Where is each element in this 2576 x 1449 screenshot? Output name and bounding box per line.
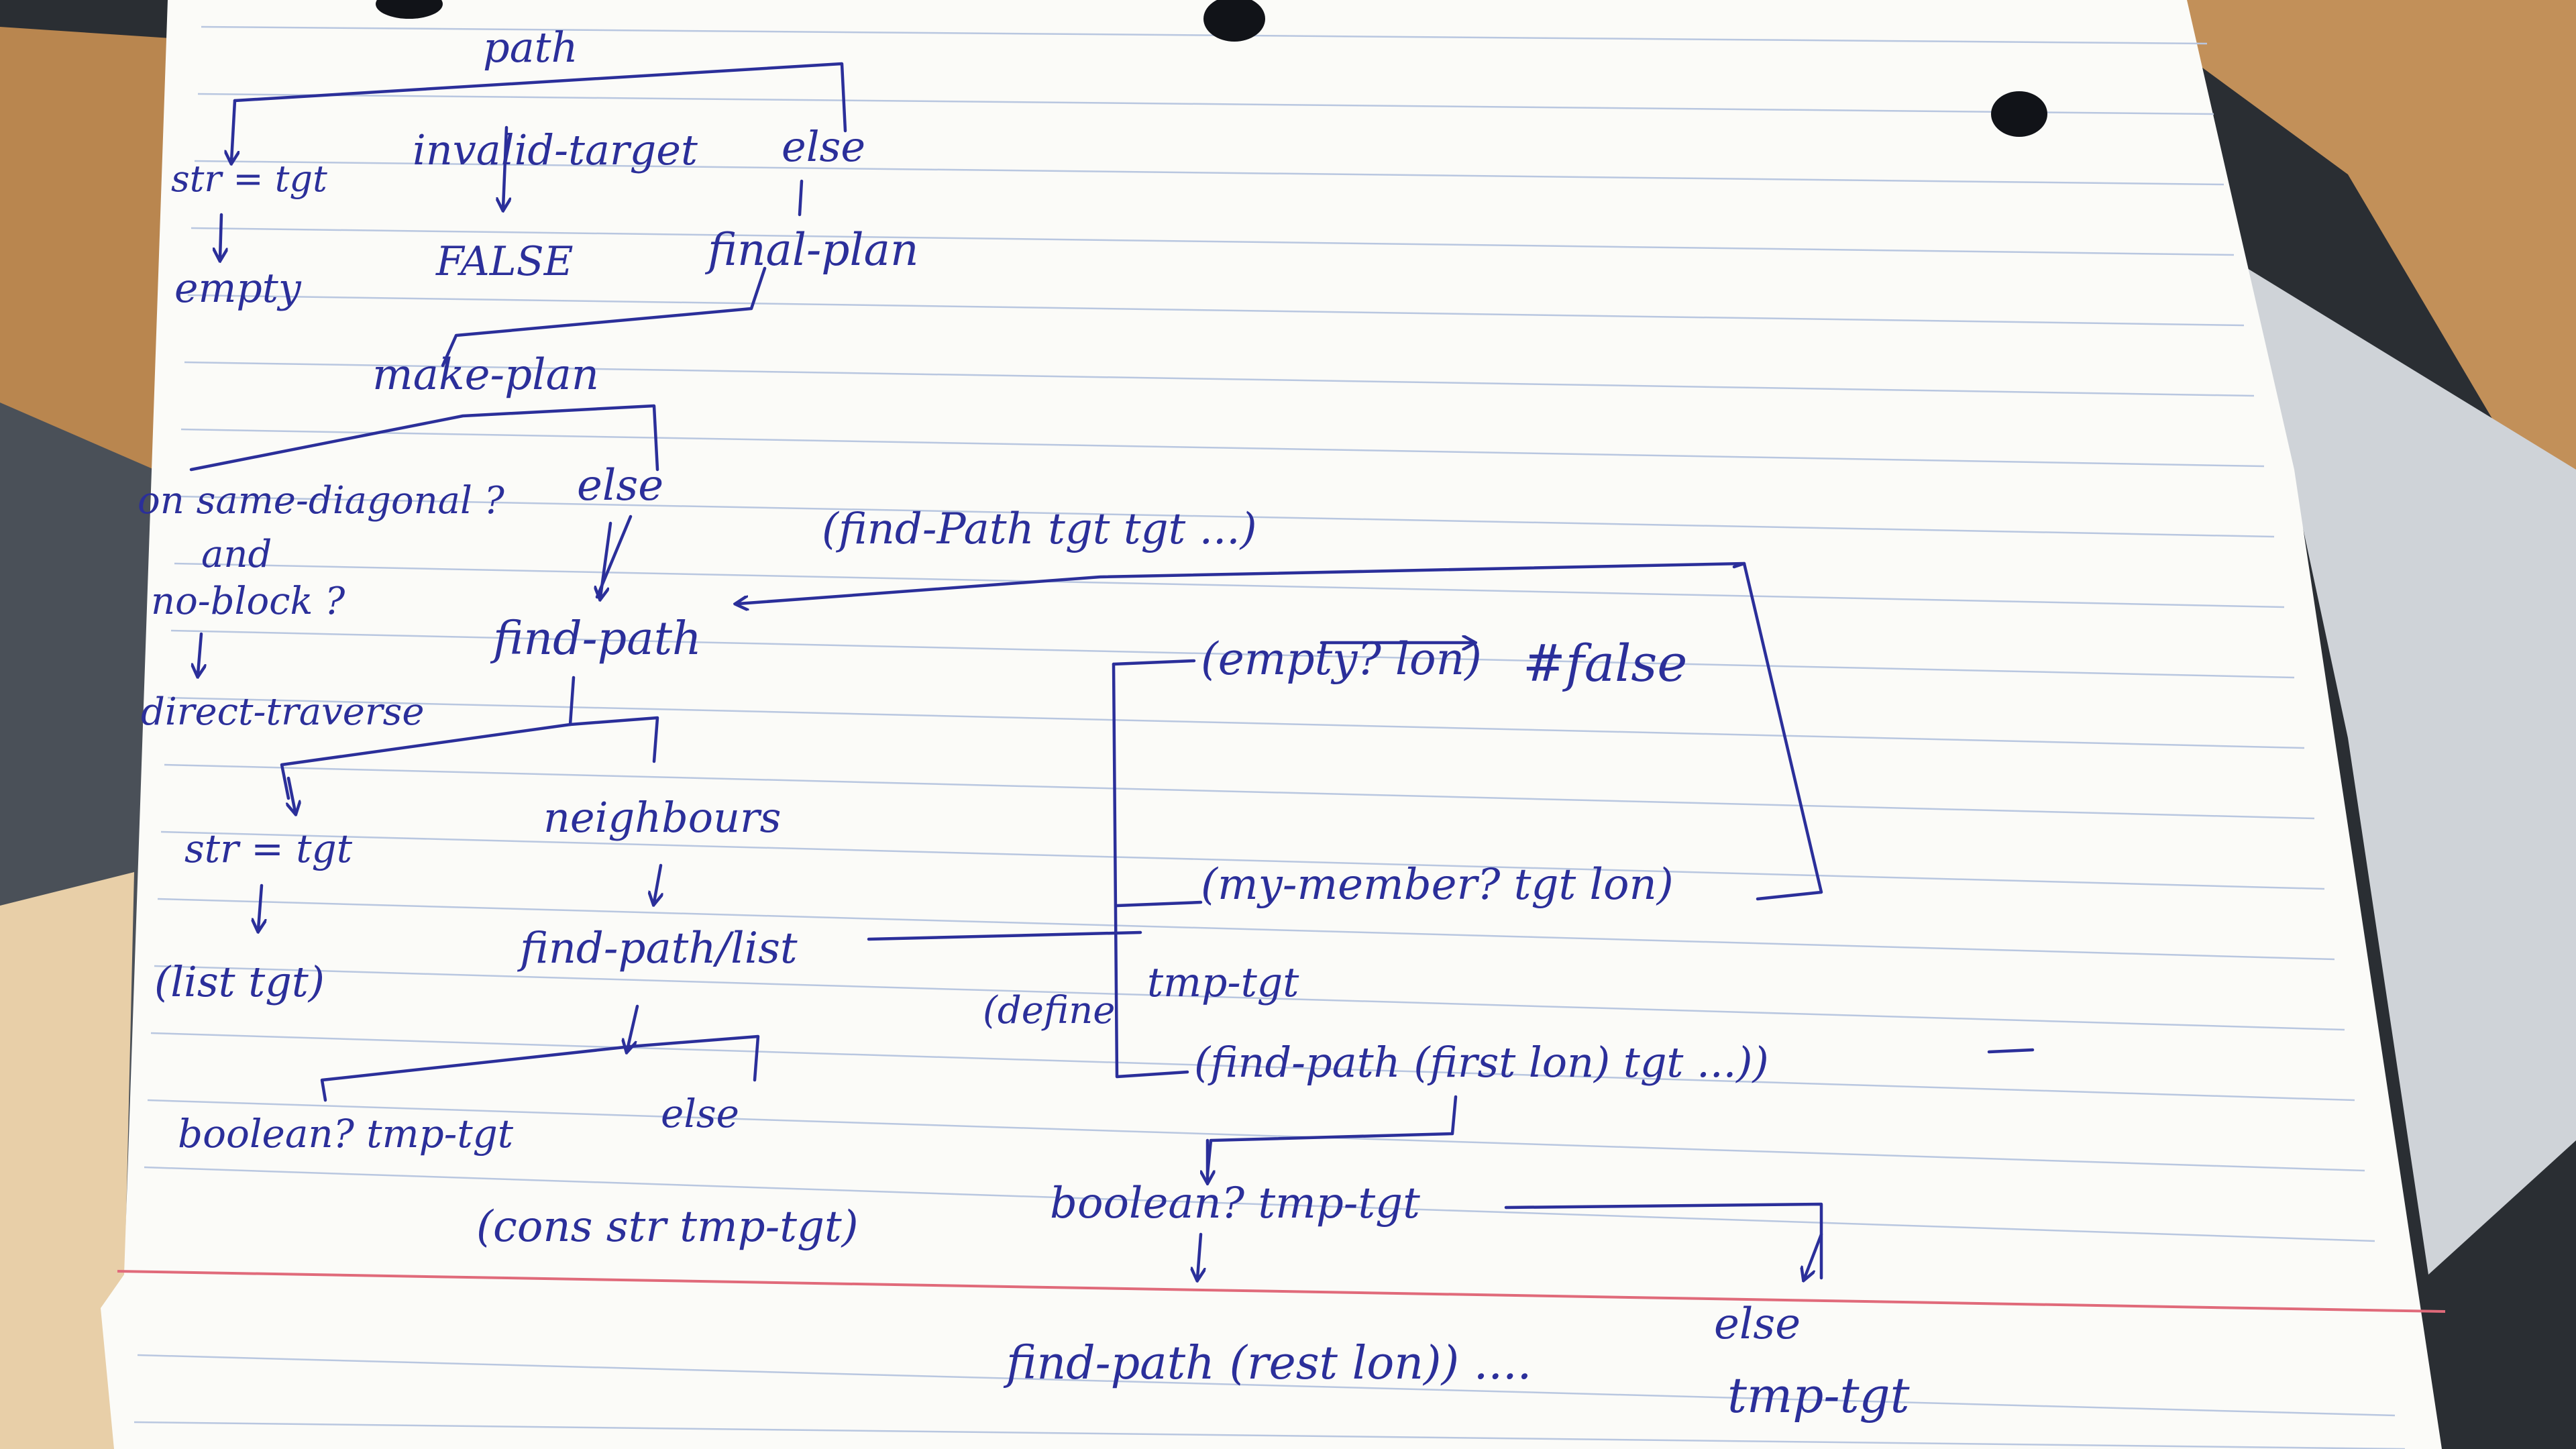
- note-define: (define: [983, 989, 1115, 1032]
- margin-line: [117, 1270, 2446, 1313]
- binder-hole: [1991, 91, 2047, 137]
- note-find-path-rest: find-path (rest lon)) ....: [1003, 1337, 1532, 1390]
- note-else-2: else: [577, 461, 663, 511]
- note-empty: empty: [174, 265, 302, 312]
- note-list-tgt: (list tgt): [154, 957, 325, 1006]
- note-str-eq-tgt-2: str = tgt: [184, 826, 353, 871]
- grey-fabric: [2247, 268, 2576, 1275]
- note-else-4: else: [1714, 1299, 1801, 1349]
- note-my-member: (my-member? tgt lon): [1201, 860, 1674, 910]
- ink-connectors: [189, 62, 2035, 1278]
- note-else-3: else: [661, 1091, 739, 1136]
- note-cons-str: (cons str tmp-tgt): [476, 1202, 859, 1252]
- note-final-plan: final-plan: [704, 224, 919, 276]
- note-invalid-target: invalid-target: [413, 125, 698, 174]
- note-else-1: else: [782, 122, 865, 171]
- note-hash-false: #false: [1523, 633, 1687, 693]
- binder-hole: [1203, 0, 1265, 42]
- note-find-path-first: (find-path (first lon) tgt ...)): [1194, 1038, 1769, 1087]
- note-boolean-tmp-1: boolean? tmp-tgt: [178, 1111, 514, 1157]
- note-same-diagonal: on same-diagonal ?: [138, 479, 505, 523]
- note-find-path-list: find-path/list: [517, 924, 798, 973]
- binder-hole: [376, 0, 443, 19]
- note-tmp-tgt: tmp-tgt: [1147, 959, 1299, 1006]
- note-and: and: [201, 533, 272, 576]
- note-find-path-call: (find-Path tgt tgt ...): [822, 504, 1257, 554]
- ruled-lines: [133, 25, 2406, 1449]
- note-tmp-tgt-2: tmp-tgt: [1727, 1367, 1911, 1424]
- note-neighbours: neighbours: [543, 793, 781, 842]
- note-empty-lon: (empty? lon): [1201, 633, 1482, 685]
- note-make-plan: make-plan: [372, 350, 599, 400]
- note-no-block: no-block ?: [151, 580, 345, 623]
- note-boolean-tmp-2: boolean? tmp-tgt: [1050, 1179, 1420, 1228]
- note-path: path: [483, 23, 578, 72]
- note-find-path: find-path: [490, 612, 702, 665]
- note-str-eq-tgt: str = tgt: [171, 158, 327, 200]
- floral-cloth: [0, 872, 134, 1449]
- notebook-page: [101, 0, 2442, 1449]
- note-false-1: FALSE: [435, 238, 574, 285]
- note-direct-traverse: direct-traverse: [141, 690, 425, 734]
